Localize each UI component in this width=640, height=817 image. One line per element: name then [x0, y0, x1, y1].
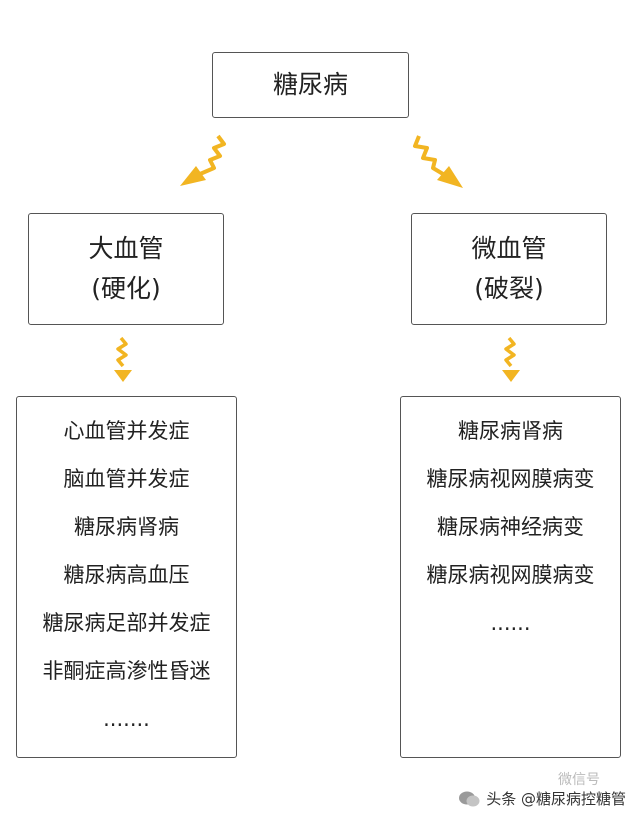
root-node-label: 糖尿病 — [272, 70, 348, 99]
list-item: 糖尿病高血压 — [63, 563, 190, 587]
wavy-arrow-icon — [114, 336, 132, 382]
list-item: ....... — [103, 707, 150, 731]
list-item: 糖尿病视网膜病变 — [426, 467, 595, 491]
list-item: 糖尿病视网膜病变 — [426, 563, 595, 587]
left-complications-list: 心血管并发症 脑血管并发症 糖尿病肾病 糖尿病高血压 糖尿病足部并发症 非酮症高… — [16, 396, 237, 758]
left-category-title: 大血管 — [88, 234, 164, 263]
wavy-arrow-icon — [413, 135, 463, 188]
wavy-arrow-head — [502, 370, 520, 382]
wavy-arrow-head — [437, 166, 463, 188]
wechat-icon — [459, 791, 480, 806]
wavy-arrow-shaft — [413, 135, 445, 176]
root-node: 糖尿病 — [212, 52, 409, 118]
wavy-arrow-icon — [180, 134, 226, 186]
source-watermark: 头条 @糖尿病控糖管 — [458, 788, 626, 809]
right-category-node: 微血管 (破裂) — [411, 213, 607, 325]
list-item: 非酮症高渗性昏迷 — [42, 659, 211, 683]
list-item: 糖尿病足部并发症 — [42, 611, 211, 635]
list-item: 糖尿病神经病变 — [437, 515, 584, 539]
left-category-node: 大血管 (硬化) — [28, 213, 224, 325]
wechat-watermark: 微信号 — [558, 772, 600, 788]
list-item: 脑血管并发症 — [63, 467, 190, 491]
wavy-arrow-shaft — [504, 336, 516, 368]
left-category-subtitle: (硬化) — [91, 274, 161, 303]
wavy-arrow-shaft — [199, 134, 226, 176]
list-item: 糖尿病肾病 — [458, 419, 563, 443]
list-item: 心血管并发症 — [63, 419, 190, 443]
wavy-arrow-head — [180, 166, 206, 186]
wavy-arrow-icon — [502, 336, 520, 382]
right-category-subtitle: (破裂) — [474, 274, 544, 303]
list-item: ...... — [490, 611, 531, 635]
list-item: 糖尿病肾病 — [74, 515, 179, 539]
wavy-arrow-shaft — [116, 336, 128, 368]
right-complications-list: 糖尿病肾病 糖尿病视网膜病变 糖尿病神经病变 糖尿病视网膜病变 ...... — [400, 396, 621, 758]
wavy-arrow-head — [114, 370, 132, 382]
right-category-title: 微血管 — [471, 234, 547, 263]
watermark-text: 头条 @糖尿病控糖管 — [486, 790, 626, 808]
